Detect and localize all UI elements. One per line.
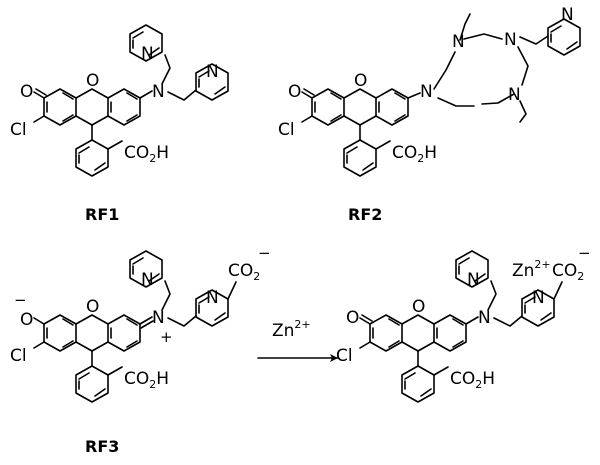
rf3-pyridine-nitrogen-2: N	[206, 288, 219, 308]
rf2-chlorine: Cl	[278, 120, 295, 140]
rf3-ring-oxygen: O	[86, 297, 99, 317]
rf2-structure: O O Cl N N N N N CO2H RF2	[278, 5, 581, 224]
rf2-label: RF2	[348, 205, 382, 224]
rf3-carboxylic-acid: CO2H	[124, 369, 169, 391]
rf2-cyclam-nitrogen-4: N	[508, 85, 521, 105]
rf2-pyridine-nitrogen: N	[561, 5, 574, 25]
rf2-cyclam-nitrogen-3: N	[504, 30, 517, 50]
rf1-pyridine-nitrogen-2: N	[206, 62, 219, 82]
rf1-chlorine: Cl	[10, 120, 27, 140]
rf3-phenolate-charge: −	[14, 291, 27, 309]
rf3-pyridine-nitrogen-1: N	[141, 270, 154, 290]
rf3-chlorine: Cl	[10, 346, 27, 366]
rf2-carboxylic-acid: CO2H	[392, 143, 437, 165]
complex-carboxylate: CO2	[552, 261, 584, 283]
rf2-cyclam-nitrogen-1: N	[420, 82, 433, 102]
complex-carboxylate-charge: −	[578, 244, 591, 262]
rf3-structure: − O O Cl N + N N CO2 − CO2H RF3	[10, 244, 271, 456]
complex-ring-oxygen: O	[412, 297, 425, 317]
rf1-amine-nitrogen: N	[152, 82, 165, 102]
rf2-ring-oxygen: O	[354, 71, 367, 91]
rf1-structure: O O Cl N N N CO2H RF1	[10, 24, 229, 224]
rf3-label: RF3	[85, 437, 119, 456]
complex-zinc-ion: Zn2+	[512, 258, 551, 281]
rf1-label: RF1	[85, 205, 119, 224]
rf3-carboxylate: CO2	[228, 261, 260, 283]
zinc-reagent-label: Zn2+	[272, 318, 311, 341]
rf1-pyridine-nitrogen-1: N	[141, 44, 154, 64]
complex-pyridine-nitrogen-2: N	[532, 288, 545, 308]
rf1-ring-oxygen: O	[86, 71, 99, 91]
complex-chlorine: Cl	[336, 346, 353, 366]
complex-amine-nitrogen: N	[478, 308, 491, 328]
rf3-phenolate-oxygen: O	[20, 310, 33, 330]
rf1-oxo-oxygen: O	[20, 82, 33, 102]
zinc-complex-structure: O O Cl N N N Zn2+ CO2 − CO2H	[336, 244, 591, 403]
complex-carboxylic-acid: CO2H	[450, 369, 495, 391]
reaction-arrow-group: Zn2+	[257, 318, 339, 362]
rf3-iminium-charge: +	[160, 328, 173, 346]
rf2-cyclam-nitrogen-2: N	[452, 32, 465, 52]
rf2-oxo-oxygen: O	[288, 82, 301, 102]
complex-pyridine-nitrogen-1: N	[467, 270, 480, 290]
rf3-iminium-nitrogen: N	[152, 308, 165, 328]
rf3-carboxylate-charge: −	[258, 244, 271, 262]
complex-oxo-oxygen: O	[346, 308, 359, 328]
rf1-carboxylic-acid: CO2H	[124, 143, 169, 165]
